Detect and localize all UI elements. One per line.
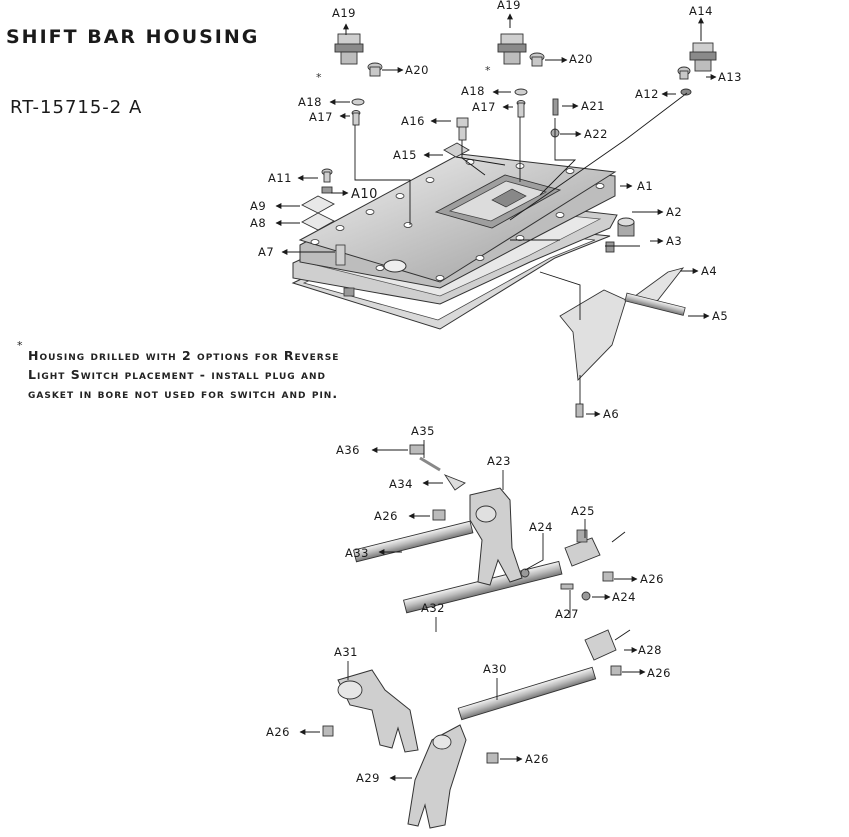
shift-block-a28 xyxy=(584,629,617,661)
label-a24-2: A24 xyxy=(612,590,636,604)
label-a32: A32 xyxy=(421,601,445,615)
diagram-title: SHIFT BAR HOUSING xyxy=(6,26,260,48)
label-a35: A35 xyxy=(411,424,435,438)
label-a5: A5 xyxy=(712,309,728,323)
shift-fork-a31 xyxy=(337,669,419,753)
label-a26-3: A26 xyxy=(647,666,671,680)
note-line-3: gasket in bore not used for switch and p… xyxy=(28,386,339,401)
label-a17-mid: A17 xyxy=(472,100,496,114)
label-a14: A14 xyxy=(689,4,713,18)
shift-rail-a33 xyxy=(353,520,474,563)
housing-arrows xyxy=(275,13,717,417)
model-number: RT-15715-2 A xyxy=(10,97,143,118)
label-a3: A3 xyxy=(666,234,682,248)
rail-leaders xyxy=(347,440,631,700)
label-a19-left: A19 xyxy=(332,6,356,20)
label-a26-4: A26 xyxy=(266,725,290,739)
label-a9: A9 xyxy=(250,199,266,213)
switch-left-a19 xyxy=(334,33,364,65)
label-a18-left: A18 xyxy=(298,95,322,109)
asterisk-mid: * xyxy=(485,64,491,77)
label-a1: A1 xyxy=(637,179,653,193)
label-a12: A12 xyxy=(635,87,659,101)
label-a28: A28 xyxy=(638,643,662,657)
bracket-plate xyxy=(559,289,627,382)
label-a4: A4 xyxy=(701,264,717,278)
label-a8: A8 xyxy=(250,216,266,230)
switch-mid-a19 xyxy=(497,33,527,65)
label-a33: A33 xyxy=(345,546,369,560)
label-a7: A7 xyxy=(258,245,274,259)
label-a18-mid: A18 xyxy=(461,84,485,98)
note-line-1: Housing drilled with 2 options for Rever… xyxy=(28,348,340,363)
label-a2: A2 xyxy=(666,205,682,219)
label-a22: A22 xyxy=(584,127,608,141)
label-a11: A11 xyxy=(268,171,292,185)
shift-block-a25 xyxy=(564,529,601,567)
label-a36: A36 xyxy=(336,443,360,457)
label-a24-1: A24 xyxy=(529,520,553,534)
housing-leaders xyxy=(354,92,688,404)
label-a31: A31 xyxy=(334,645,358,659)
label-a26-2: A26 xyxy=(640,572,664,586)
label-a19-mid: A19 xyxy=(497,0,521,12)
note-marker: * xyxy=(17,339,23,352)
shift-fork-a23 xyxy=(469,487,523,586)
shift-rail-a30 xyxy=(457,666,597,721)
label-a27: A27 xyxy=(555,607,579,621)
label-a23: A23 xyxy=(487,454,511,468)
shaft-a5 xyxy=(624,292,686,316)
label-a17-left: A17 xyxy=(309,110,333,124)
label-a21: A21 xyxy=(581,99,605,113)
label-a30: A30 xyxy=(483,662,507,676)
housing-plate xyxy=(298,153,617,297)
label-a10: A10 xyxy=(351,187,378,202)
rail-arrows xyxy=(299,447,646,781)
label-a25: A25 xyxy=(571,504,595,518)
rail-small-parts xyxy=(322,444,622,764)
label-a13: A13 xyxy=(718,70,742,84)
label-a20-mid: A20 xyxy=(569,52,593,66)
bolts xyxy=(301,88,635,418)
asterisk-left: * xyxy=(316,71,322,84)
note-line-2: Light Switch placement - install plug an… xyxy=(28,367,326,382)
label-a6: A6 xyxy=(603,407,619,421)
label-a26-5: A26 xyxy=(525,752,549,766)
label-a20-left: A20 xyxy=(405,63,429,77)
switch-right-a14 xyxy=(689,42,717,72)
label-a26-1: A26 xyxy=(374,509,398,523)
shift-fork-a29 xyxy=(407,724,467,829)
housing-note: Housing drilled with 2 options for Rever… xyxy=(28,346,448,403)
label-a16: A16 xyxy=(401,114,425,128)
label-a34: A34 xyxy=(389,477,413,491)
label-a29: A29 xyxy=(356,771,380,785)
label-a15: A15 xyxy=(393,148,417,162)
plugs-a20 xyxy=(367,52,692,96)
